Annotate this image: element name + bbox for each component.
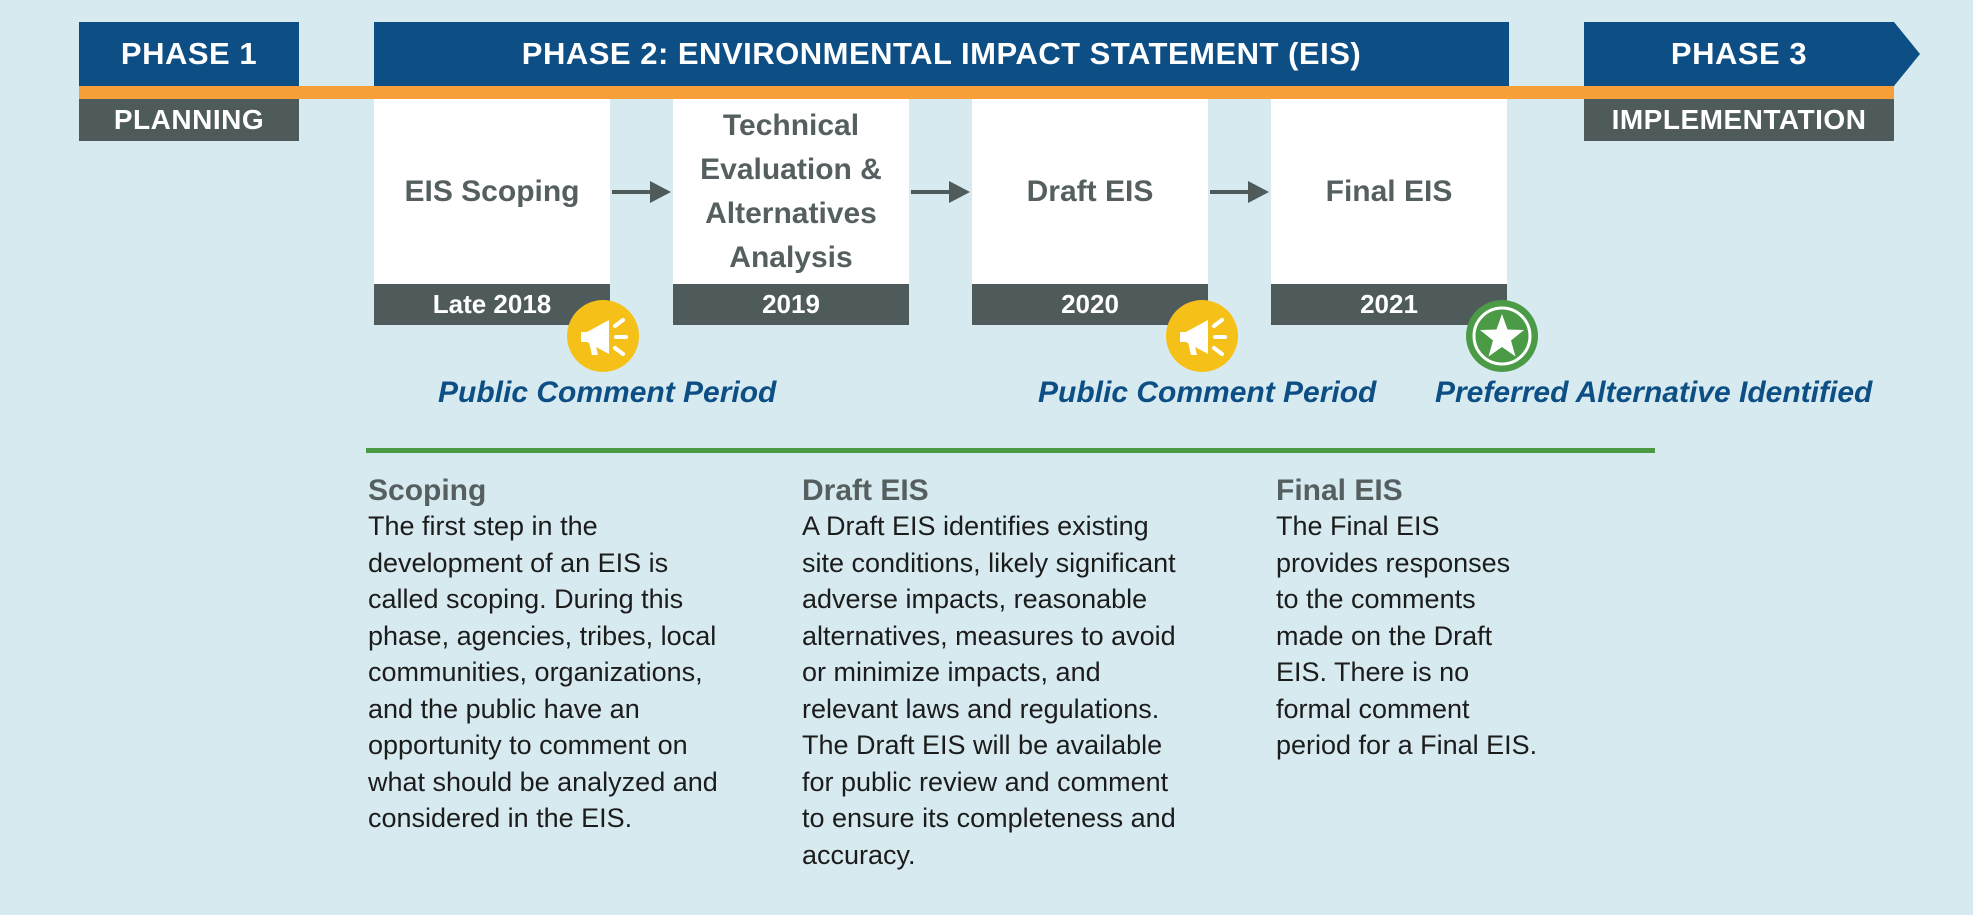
step-draft-eis: Draft EIS: [972, 99, 1208, 284]
step-eis-scoping-date: Late 2018: [374, 284, 610, 325]
section-divider: [366, 448, 1655, 453]
step-eis-scoping: EIS Scoping: [374, 99, 610, 284]
scoping-description-body: The first step in the development of an …: [368, 511, 718, 833]
arrow-scoping-to-technical: [612, 181, 671, 203]
final-eis-description: Final EIS The Final EIS provides respons…: [1276, 474, 1636, 764]
final-eis-description-body: The Final EIS provides responses to the …: [1276, 511, 1538, 760]
preferred-alternative-label: Preferred Alternative Identified: [1435, 376, 1873, 409]
scoping-description-title: Scoping: [368, 474, 487, 507]
phase-3-subheading: IMPLEMENTATION: [1584, 99, 1894, 141]
step-final-eis: Final EIS: [1271, 99, 1507, 284]
arrow-draft-to-final: [1210, 181, 1269, 203]
phase-2-heading: PHASE 2: ENVIRONMENTAL IMPACT STATEMENT …: [374, 22, 1509, 86]
phase-3-arrow-shape: [1584, 22, 1920, 86]
public-comment-period-label-1: Public Comment Period: [438, 376, 777, 409]
arrow-technical-to-draft: [911, 181, 970, 203]
phase-3-arrow: PHASE 3: [1584, 22, 1920, 86]
phase-1-subheading: PLANNING: [79, 99, 299, 141]
step-technical-evaluation-date: 2019: [673, 284, 909, 325]
final-eis-description-title: Final EIS: [1276, 474, 1403, 507]
draft-eis-description-title: Draft EIS: [802, 474, 929, 507]
phase-1-heading: PHASE 1: [79, 22, 299, 86]
phase-3-heading: PHASE 3: [1670, 36, 1808, 71]
step-final-eis-date: 2021: [1271, 284, 1507, 325]
draft-eis-description-body: A Draft EIS identifies existing site con…: [802, 511, 1176, 870]
megaphone-icon: [1166, 300, 1238, 372]
megaphone-icon: [567, 300, 639, 372]
timeline-bar: [79, 86, 1894, 99]
star-icon: [1466, 300, 1538, 372]
step-technical-evaluation: Technical Evaluation & Alternatives Anal…: [673, 99, 909, 284]
step-draft-eis-date: 2020: [972, 284, 1208, 325]
scoping-description: Scoping The first step in the developmen…: [368, 474, 768, 837]
public-comment-period-label-2: Public Comment Period: [1038, 376, 1377, 409]
draft-eis-description: Draft EIS A Draft EIS identifies existin…: [802, 474, 1242, 873]
